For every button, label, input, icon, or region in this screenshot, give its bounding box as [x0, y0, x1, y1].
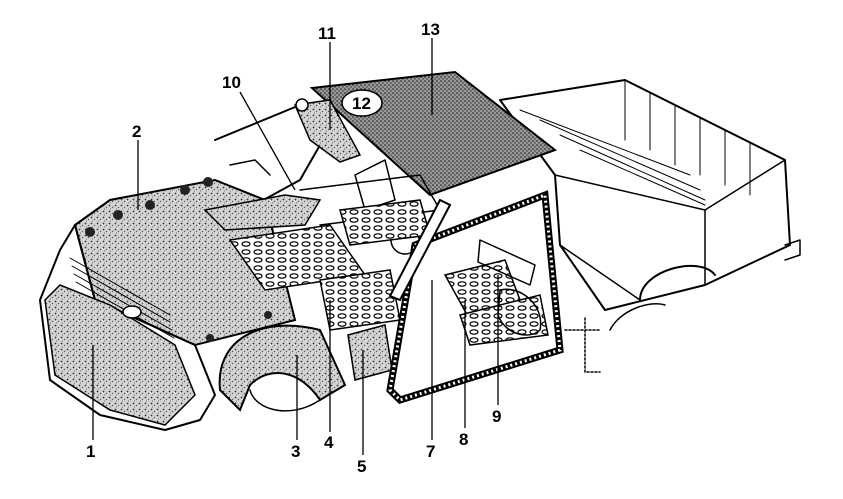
door-assembly	[386, 190, 564, 404]
callout-2: 2	[132, 122, 141, 141]
callout-12: 12	[352, 94, 371, 113]
floor-insulation	[228, 199, 431, 331]
callout-10: 10	[222, 73, 241, 92]
callout-4: 4	[324, 433, 334, 452]
callout-8: 8	[459, 430, 468, 449]
pickup-bed	[499, 79, 801, 373]
wheel-housing-liner	[218, 324, 347, 412]
roof-insulation	[309, 70, 558, 197]
leader-lines	[92, 38, 499, 455]
callout-9: 9	[492, 407, 501, 426]
callout-7: 7	[426, 442, 435, 461]
callout-1: 1	[86, 442, 95, 461]
callout-3: 3	[291, 442, 300, 461]
callout-labels: 1 2 3 4 5 7 8 9 10 11 12 13	[86, 20, 501, 476]
callout-5: 5	[357, 457, 366, 476]
kick-panel	[347, 324, 393, 381]
front-body	[39, 104, 321, 431]
callout-11: 11	[318, 24, 336, 43]
callout-13: 13	[421, 20, 440, 39]
